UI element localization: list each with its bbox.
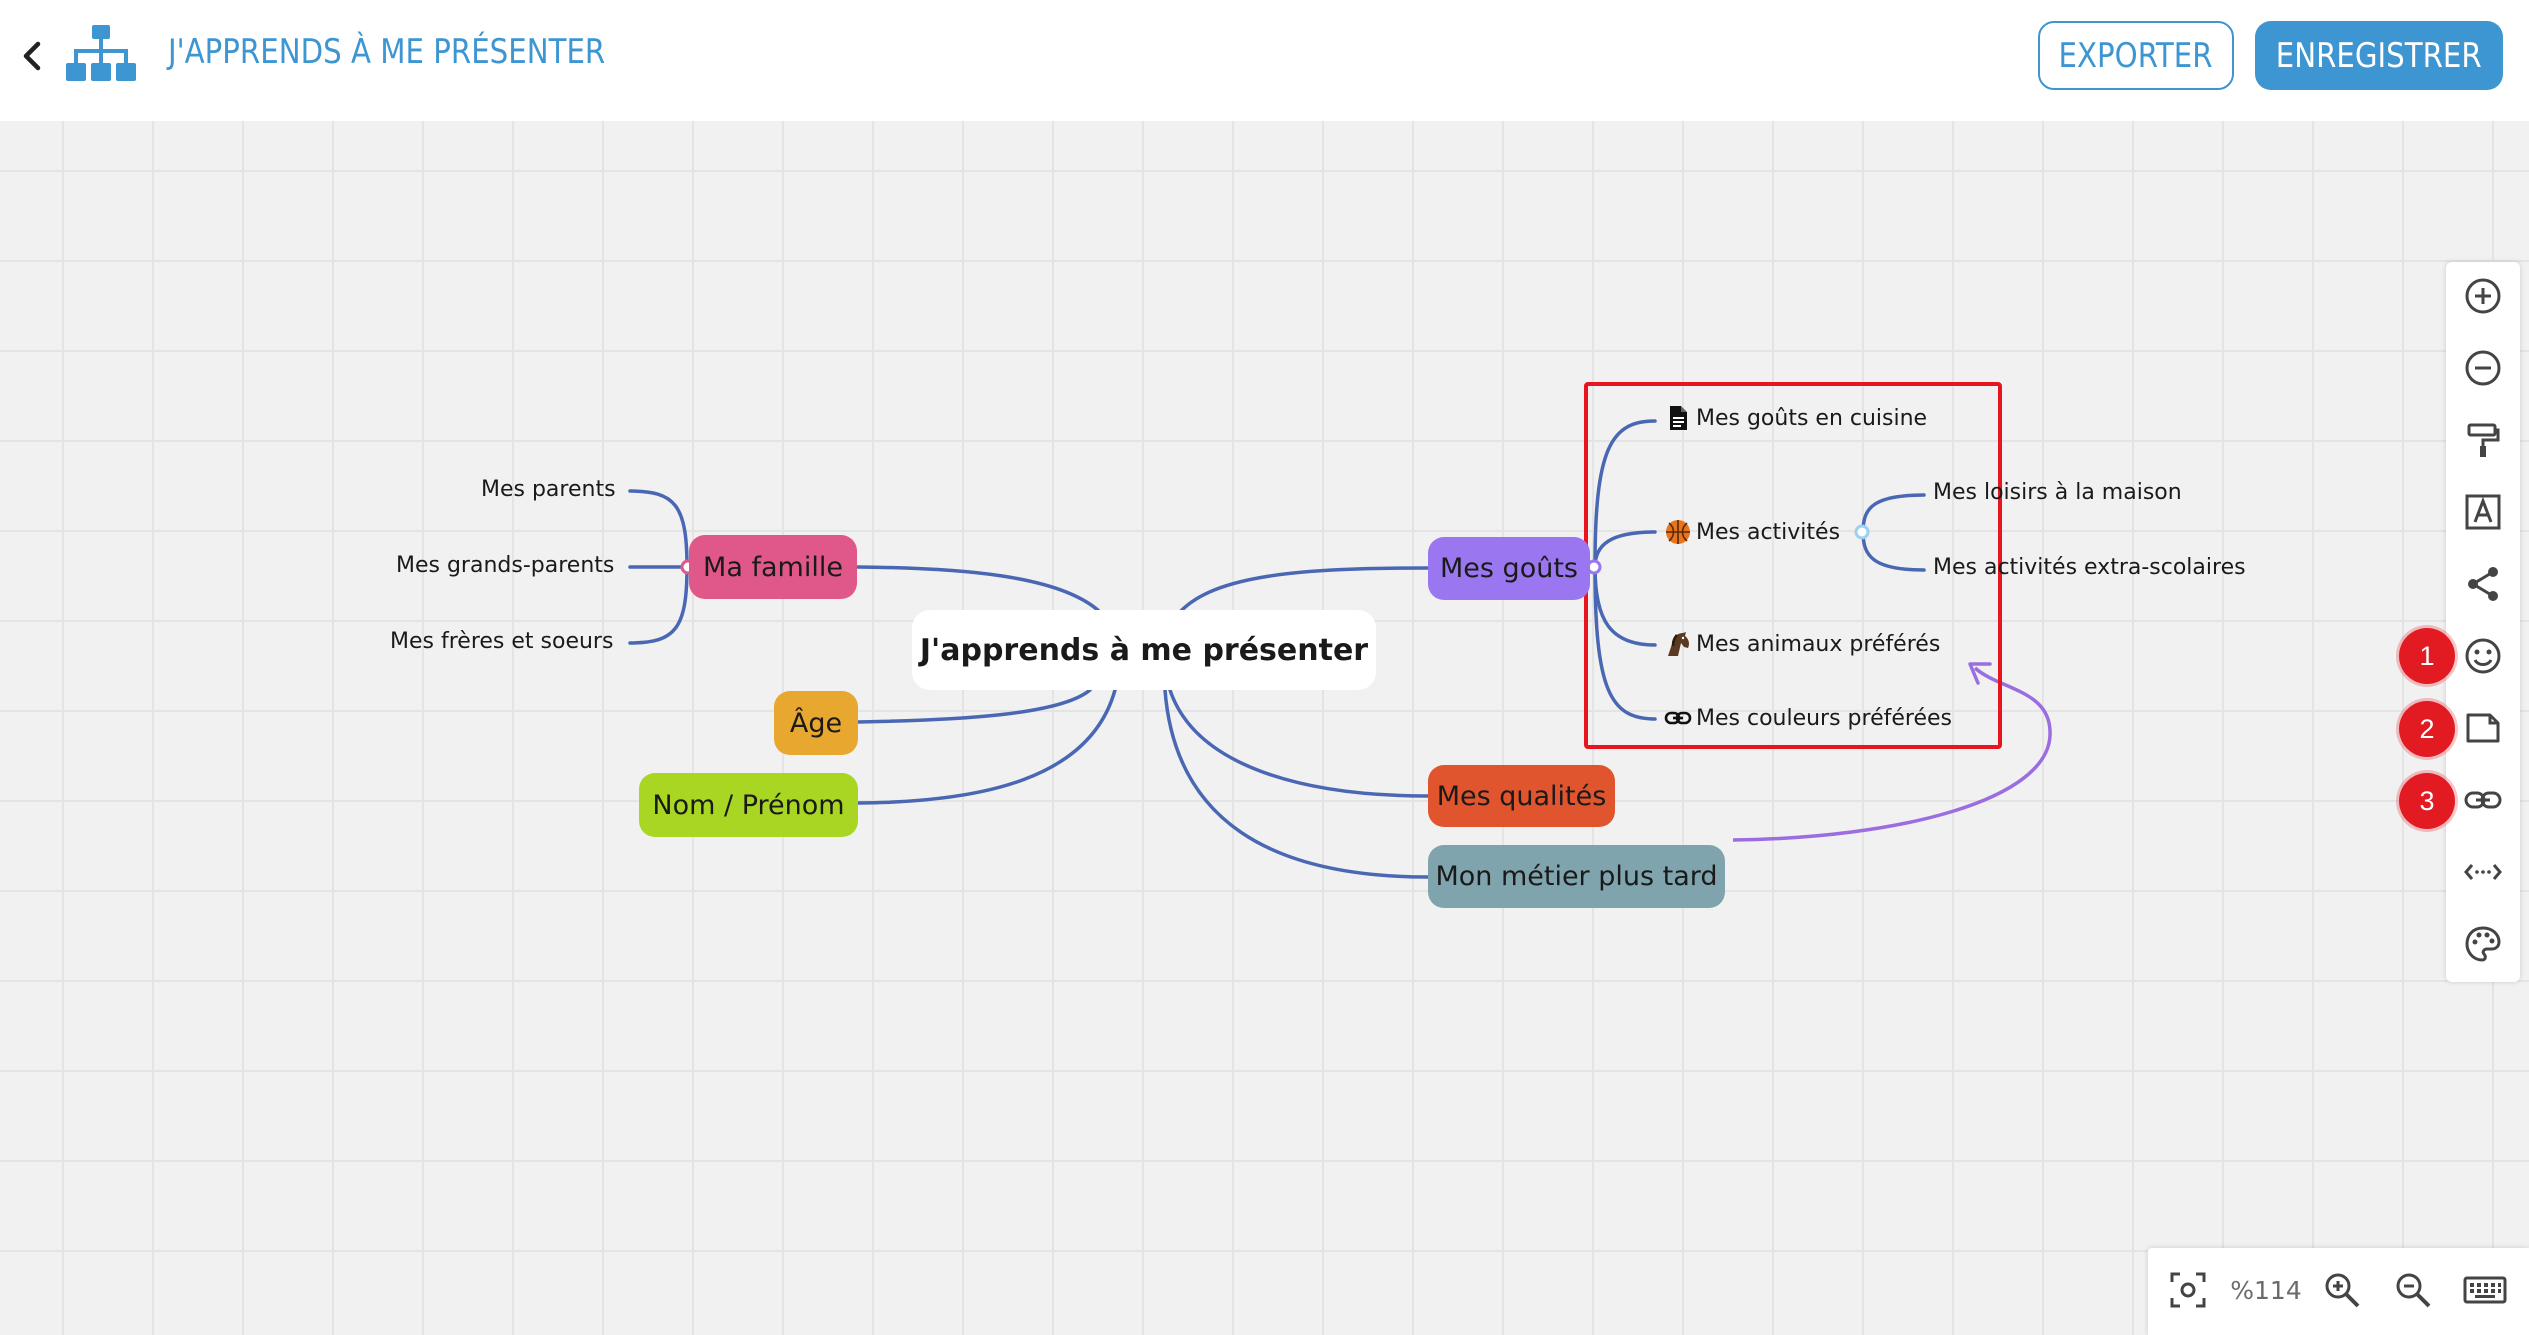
zoom-out-icon[interactable] (2391, 1268, 2435, 1312)
share-icon[interactable] (2461, 562, 2505, 606)
leaf-mes-grands-parents[interactable]: Mes grands-parents (396, 553, 615, 578)
top-header: J'APPRENDS À ME PRÉSENTER EXPORTER ENREG… (0, 0, 2529, 121)
keyboard-icon[interactable] (2460, 1268, 2510, 1312)
add-node-icon[interactable] (2461, 274, 2505, 318)
fit-screen-icon[interactable] (2166, 1268, 2210, 1312)
leaf-mes-freres-et-soeurs[interactable]: Mes frères et soeurs (390, 629, 614, 654)
child-line-cuisine (1593, 419, 1657, 569)
node-nom-prenom[interactable]: Nom / Prénom (639, 773, 858, 837)
zoom-bar: %114 (2148, 1248, 2529, 1335)
leaf-mes-gouts-en-cuisine[interactable]: Mes goûts en cuisine (1664, 404, 1927, 432)
zoom-in-icon[interactable] (2320, 1268, 2364, 1312)
remove-node-icon[interactable] (2461, 346, 2505, 390)
leaf-mes-parents[interactable]: Mes parents (481, 477, 616, 502)
badge-2: 2 (2399, 701, 2455, 757)
right-toolbar (2446, 262, 2520, 982)
save-button[interactable]: ENREGISTRER (2255, 21, 2503, 90)
leaf-mes-loisirs-a-la-maison[interactable]: Mes loisirs à la maison (1933, 480, 2182, 505)
leaf-mes-couleurs-preferees[interactable]: Mes couleurs préférées (1664, 704, 1952, 732)
connector-dot-activites (1854, 524, 1870, 540)
leaf-mes-activites-extra-scolaires[interactable]: Mes activités extra-scolaires (1933, 555, 2246, 580)
leaf-label: Mes goûts en cuisine (1696, 405, 1928, 431)
branch-line-nom (856, 688, 1117, 805)
badge-1: 1 (2399, 628, 2455, 684)
node-ma-famille[interactable]: Ma famille (689, 535, 857, 599)
link-icon (1664, 704, 1692, 732)
export-label: EXPORTER (2058, 35, 2213, 76)
branch-line-qualites (1168, 688, 1430, 798)
export-button[interactable]: EXPORTER (2038, 21, 2234, 90)
child-line-freres (628, 565, 689, 645)
branch-line-gouts (1178, 566, 1430, 614)
page-title: J'APPRENDS À ME PRÉSENTER (168, 32, 606, 72)
format-painter-icon[interactable] (2461, 418, 2505, 462)
basketball-icon (1664, 518, 1692, 546)
document-icon (1664, 404, 1692, 432)
relation-line (1732, 666, 2052, 842)
leaf-label: Mes couleurs préférées (1696, 705, 1952, 731)
branch-line-metier (1163, 688, 1430, 879)
branch-line-age (856, 688, 1092, 724)
branch-line-famille (856, 565, 1102, 614)
child-line-parents (628, 489, 689, 569)
leaf-mes-activites[interactable]: Mes activités (1664, 518, 1840, 546)
mindmap-logo-icon (66, 25, 136, 85)
link-icon[interactable] (2461, 778, 2505, 822)
mindmap-canvas[interactable] (0, 121, 2529, 1335)
note-icon[interactable] (2461, 706, 2505, 750)
relation-icon[interactable] (2461, 850, 2505, 894)
palette-icon[interactable] (2461, 922, 2505, 966)
leaf-label: Mes activités (1696, 519, 1841, 545)
node-mes-gouts[interactable]: Mes goûts (1428, 537, 1590, 600)
node-age[interactable]: Âge (774, 691, 858, 755)
leaf-label: Mes animaux préférés (1696, 631, 1941, 657)
emoji-icon[interactable] (2461, 634, 2505, 678)
text-style-icon[interactable] (2461, 490, 2505, 534)
horse-icon (1664, 630, 1692, 658)
central-topic[interactable]: J'apprends à me présenter (912, 610, 1376, 690)
badge-3: 3 (2399, 773, 2455, 829)
child-line-couleurs (1593, 565, 1657, 721)
back-arrow-icon[interactable] (16, 36, 48, 76)
relation-arrowhead (1968, 662, 1992, 685)
leaf-mes-animaux-preferes[interactable]: Mes animaux préférés (1664, 630, 1940, 658)
node-mes-qualites[interactable]: Mes qualités (1428, 765, 1615, 827)
save-label: ENREGISTRER (2276, 35, 2482, 76)
zoom-level: %114 (2230, 1275, 2302, 1305)
node-mon-metier-plus-tard[interactable]: Mon métier plus tard (1428, 845, 1725, 908)
